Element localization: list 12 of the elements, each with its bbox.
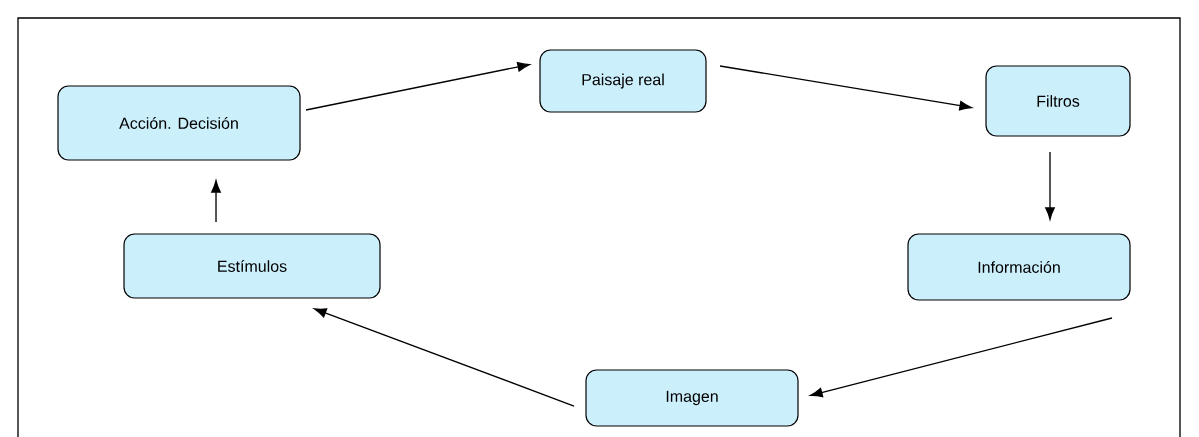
process-box: Paisaje real (539, 49, 707, 113)
process-box: Acción. Decisión (57, 85, 301, 161)
arrow (314, 308, 575, 407)
arrow (305, 62, 530, 111)
process-box: Información (907, 233, 1131, 301)
process-box: Estímulos (123, 233, 381, 299)
process-box: Imagen (585, 369, 799, 427)
arrow (719, 65, 972, 111)
arrow (1045, 151, 1055, 220)
arrow (810, 317, 1113, 398)
arrow (211, 180, 221, 223)
process-box: Filtros (985, 65, 1131, 137)
